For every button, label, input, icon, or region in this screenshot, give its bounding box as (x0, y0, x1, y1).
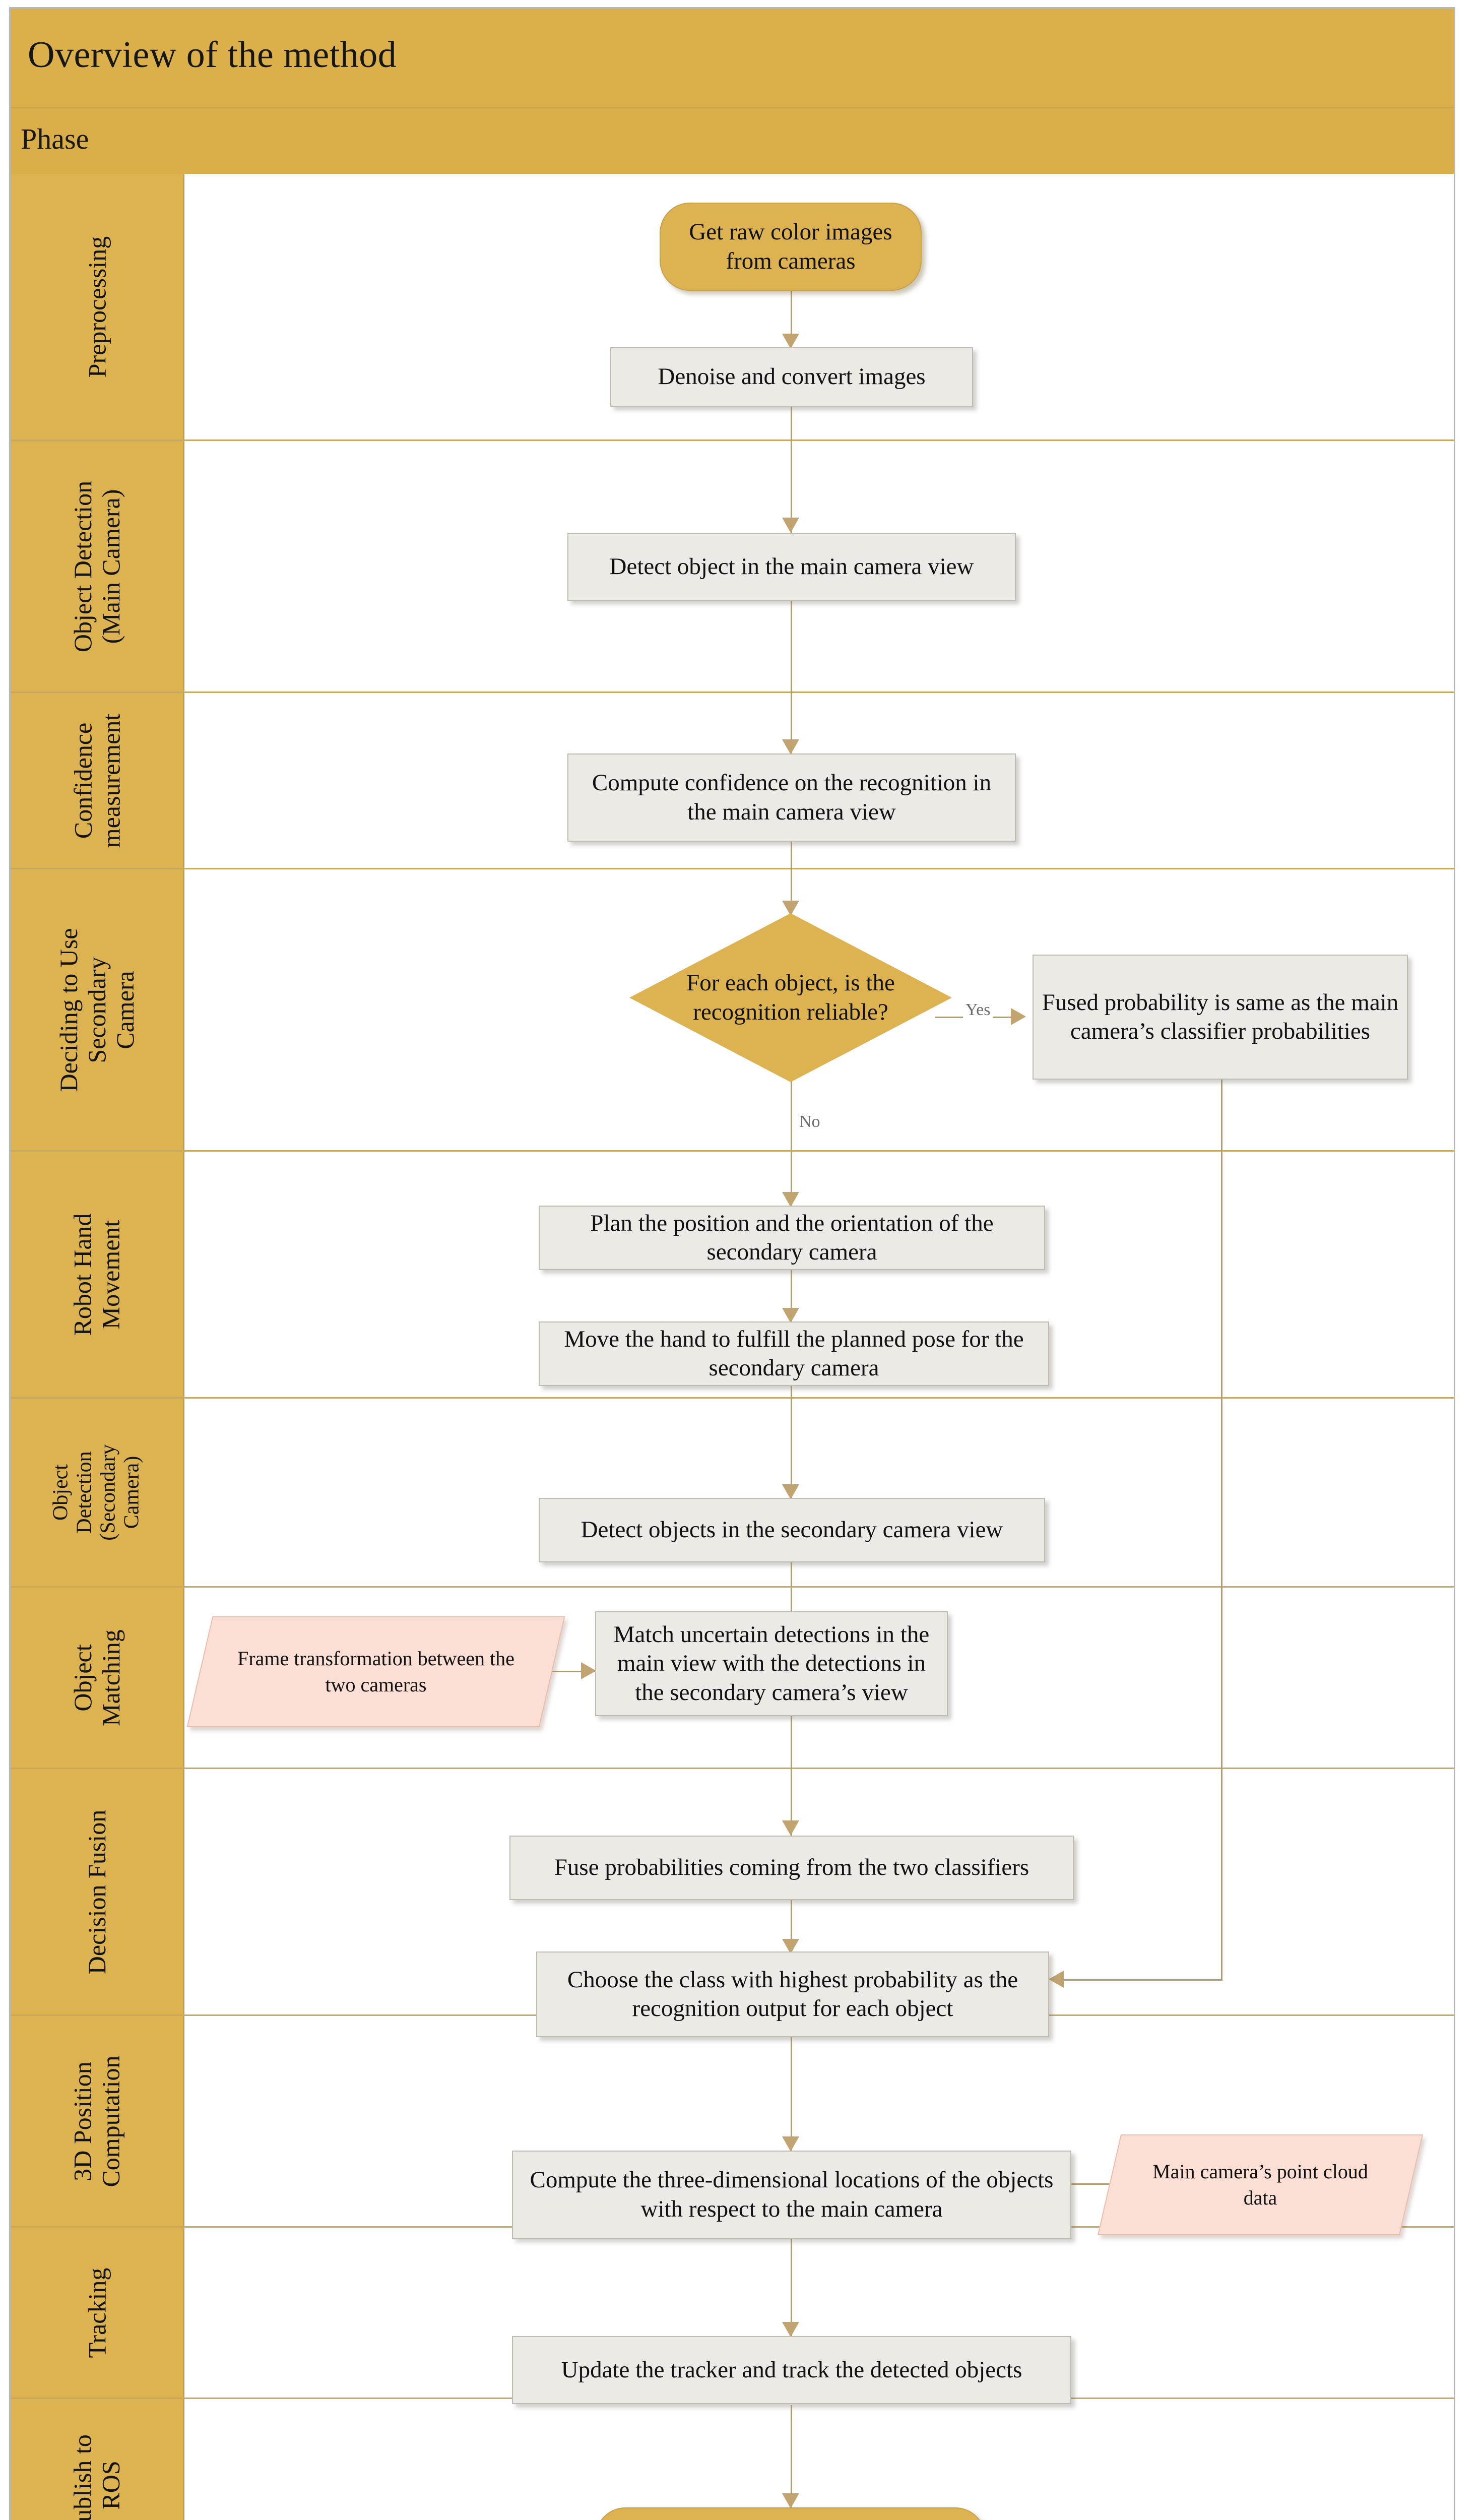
node-denoise-convert[interactable]: Denoise and convert images (610, 347, 973, 407)
lane-label-object-detection-main: Object Detection (Main Camera) (11, 441, 184, 691)
connector-pointcloud-to-compute3d (1069, 2183, 1142, 2185)
edge-label-no: No (797, 1112, 823, 1131)
arrow-decision-no-to-plan (782, 1192, 799, 1207)
node-update-tracker[interactable]: Update the tracker and track the detecte… (512, 2336, 1071, 2404)
connector-tracker-to-publish (791, 2405, 792, 2508)
node-fuse-probabilities[interactable]: Fuse probabilities coming from the two c… (509, 1836, 1074, 1900)
arrow-match-to-fuse (782, 1820, 799, 1836)
lane-label-text: Preprocessing (83, 236, 111, 377)
arrow-plan-to-move (782, 1308, 799, 1323)
lane-label-text: Object Detection (Main Camera) (68, 480, 125, 652)
lane-label-object-detection-secondary: Object Detection (Secondary Camera) (11, 1399, 184, 1586)
lane-label-confidence-measurement: Confidence measurement (11, 693, 184, 868)
connector-decision-no (791, 1081, 792, 1207)
node-move-hand[interactable]: Move the hand to fulfill the planned pos… (539, 1321, 1049, 1386)
point-cloud-text: Main camera’s point cloud data (1152, 2160, 1368, 2209)
lane-label-preprocessing: Preprocessing (11, 174, 184, 439)
lane-label-tracking: Tracking (11, 2228, 184, 2398)
node-choose-class[interactable]: Choose the class with highest probabilit… (536, 1951, 1049, 2037)
connector-frame-to-match (552, 1671, 595, 1672)
node-compute-confidence[interactable]: Compute confidence on the recognition in… (567, 753, 1016, 842)
arrow-frame-to-match (581, 1662, 596, 1679)
title-band: Overview of the method (11, 9, 1454, 107)
arrow-fused-to-choose (1049, 1971, 1064, 1988)
node-compute-3d[interactable]: Compute the three-dimensional locations … (512, 2151, 1071, 2239)
node-publish-ros[interactable]: Publish labels as well as 3D positions t… (595, 2507, 986, 2520)
node-detect-main[interactable]: Detect object in the main camera view (567, 533, 1016, 601)
node-fused-same-as-main[interactable]: Fused probability is same as the main ca… (1033, 955, 1408, 1080)
connector-denoise-to-detect-main (791, 404, 792, 533)
connector-fused-to-choose-horizontal (1064, 1979, 1222, 1981)
connector-start-to-denoise (791, 288, 792, 349)
lane-label-text: Deciding to Use Secondary Camera (54, 928, 139, 1092)
connector-plan-to-move (791, 1269, 792, 1321)
connector-confidence-to-decision (791, 840, 792, 916)
page-title: Overview of the method (28, 34, 397, 76)
lane-body-publish-to-ros (184, 2399, 1454, 2520)
phase-header-band: Phase (11, 107, 1454, 175)
lane-label-text: Robot Hand Movement (68, 1213, 125, 1336)
arrow-denoise-to-detect-main (782, 518, 799, 533)
arrow-compute3d-to-tracker (782, 2322, 799, 2337)
node-detect-secondary[interactable]: Detect objects in the secondary camera v… (539, 1498, 1045, 1562)
node-frame-transformation[interactable]: Frame transformation between the two cam… (186, 1616, 565, 1727)
arrow-detect-main-to-confidence (782, 739, 799, 754)
phase-header-label: Phase (21, 122, 89, 155)
decision-text: For each object, is the recognition reli… (686, 970, 895, 1025)
node-point-cloud[interactable]: Main camera’s point cloud data (1097, 2134, 1424, 2235)
lane-label-publish-to-ros: Publish to ROS (11, 2399, 184, 2520)
node-plan-pose[interactable]: Plan the position and the orientation of… (539, 1206, 1045, 1270)
lane-label-text: Object Matching (68, 1629, 125, 1726)
connector-move-to-detect-secondary (791, 1384, 792, 1498)
connector-match-to-fuse (791, 1715, 792, 1836)
lane-label-text: Publish to ROS (68, 2434, 125, 2520)
lane-label-text: 3D Position Computation (68, 2055, 125, 2187)
arrow-tracker-to-publish (782, 2493, 799, 2508)
arrow-choose-to-compute3d (782, 2136, 799, 2152)
frame-transformation-text: Frame transformation between the two cam… (237, 1647, 514, 1696)
edge-label-yes: Yes (963, 1000, 993, 1020)
connector-compute3d-to-tracker (791, 2216, 792, 2337)
lane-label-object-matching: Object Matching (11, 1588, 184, 1768)
node-decision-reliable[interactable]: For each object, is the recognition reli… (629, 913, 952, 1082)
lane-label-text: Tracking (83, 2267, 111, 2358)
lane-label-robot-hand-movement: Robot Hand Movement (11, 1152, 184, 1397)
arrow-decision-yes (1011, 1008, 1026, 1025)
diagram-card: Overview of the method Phase Preprocessi… (9, 7, 1455, 2520)
connector-detect-secondary-to-match (791, 1561, 792, 1657)
lane-label-text: Decision Fusion (83, 1809, 111, 1974)
connector-detect-main-to-confidence (791, 601, 792, 754)
lane-label-deciding-secondary-camera: Deciding to Use Secondary Camera (11, 869, 184, 1150)
lane-publish-to-ros: Publish to ROS (11, 2399, 1454, 2520)
lane-label-text: Object Detection (Secondary Camera) (49, 1444, 144, 1541)
lane-label-3d-position-computation: 3D Position Computation (11, 2016, 184, 2226)
node-match-detections[interactable]: Match uncertain detections in the main v… (595, 1611, 948, 1716)
connector-choose-to-compute3d (791, 2017, 792, 2151)
arrow-start-to-denoise (782, 334, 799, 349)
node-get-raw-images[interactable]: Get raw color images from cameras (660, 203, 922, 291)
connector-fuse-to-choose (791, 1900, 792, 1952)
connector-fused-to-choose-vertical (1221, 1079, 1222, 1981)
lane-label-decision-fusion: Decision Fusion (11, 1769, 184, 2014)
lane-label-text: Confidence measurement (69, 713, 125, 848)
arrow-move-to-detect-secondary (782, 1484, 799, 1499)
